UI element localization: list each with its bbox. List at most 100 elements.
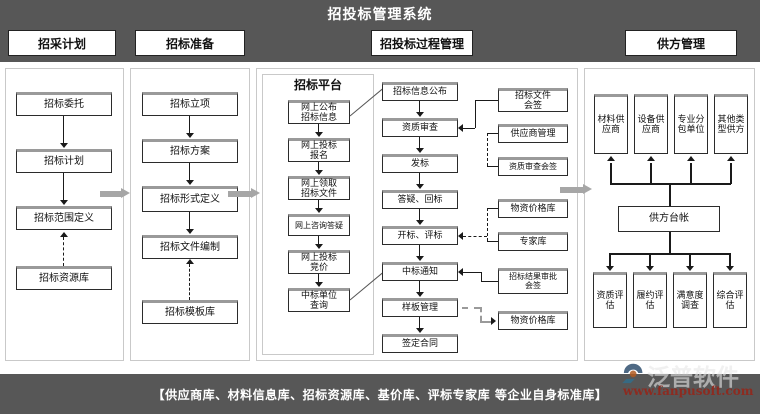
arrow-right-icon-prep-to-process <box>228 188 260 199</box>
connector-line <box>481 281 498 282</box>
connector-line <box>63 116 64 145</box>
arrow-left-icon <box>458 232 463 240</box>
node-winner-query[interactable]: 中标单位 查询 <box>288 288 350 312</box>
arrow-right-icon <box>491 317 496 325</box>
connector-line <box>487 208 498 209</box>
arrow-down-icon <box>686 266 694 271</box>
arrow-right-icon-process-to-supplier <box>560 184 592 195</box>
connector-dashed-gray <box>480 321 491 323</box>
connector-line <box>419 173 420 186</box>
footer-text: 【供应商库、材料信息库、招标资源库、基价库、评标专家库 等企业自身标准库】 <box>152 387 608 402</box>
node-performance-evaluation[interactable]: 履约评估 <box>633 272 667 328</box>
connector-line <box>63 173 64 202</box>
node-bid-initiation[interactable]: 招标立项 <box>142 92 238 116</box>
connector-line <box>318 236 319 246</box>
connector-line <box>189 163 190 182</box>
connector-line <box>318 200 319 210</box>
page-title: 招投标管理系统 <box>327 7 433 23</box>
node-material-price-library-1[interactable]: 物资价格库 <box>498 199 568 218</box>
arrow-down-icon <box>60 200 68 205</box>
node-award-notification[interactable]: 中标通知 <box>382 262 458 281</box>
connector-line <box>690 163 692 184</box>
connector-line <box>318 162 319 172</box>
node-satisfaction-survey[interactable]: 满意度调查 <box>673 272 707 328</box>
node-bid-document-preparation[interactable]: 招标文件编制 <box>142 235 238 259</box>
arrow-up-icon <box>60 232 68 237</box>
node-material-supplier[interactable]: 材料供应商 <box>594 94 628 154</box>
connector-line <box>419 281 420 294</box>
arrow-down-icon <box>416 292 424 297</box>
node-qa-bid-return[interactable]: 答疑、回标 <box>382 190 458 209</box>
node-bid-opening-evaluation[interactable]: 开标、评标 <box>382 226 458 245</box>
connector-line <box>189 212 190 231</box>
arrow-left-icon <box>458 268 463 276</box>
node-bid-entrustment[interactable]: 招标委托 <box>16 92 112 116</box>
node-supplier-ledger[interactable]: 供方台帐 <box>618 206 720 232</box>
connector-line <box>419 317 420 330</box>
connector-line <box>650 163 652 184</box>
connector-line <box>419 209 420 222</box>
node-bid-form-definition[interactable]: 招标形式定义 <box>142 186 238 212</box>
node-professional-subcontractor[interactable]: 专业分包单位 <box>674 94 708 154</box>
node-sample-management[interactable]: 样板管理 <box>382 298 458 317</box>
node-other-supplier-type[interactable]: 其他类型供方 <box>714 94 748 154</box>
diagonal-connector-publish <box>349 85 387 117</box>
node-issue-tender[interactable]: 发标 <box>382 154 458 173</box>
tab-supplier-management[interactable]: 供方管理 <box>625 30 737 56</box>
tab-bid-preparation[interactable]: 招标准备 <box>135 30 245 56</box>
node-bid-scheme[interactable]: 招标方案 <box>142 139 238 163</box>
arrow-down-icon <box>416 220 424 225</box>
connector-line <box>487 133 498 134</box>
connector-dashed <box>63 237 64 266</box>
node-bid-document-countersign[interactable]: 招标文件 会签 <box>498 88 568 112</box>
node-bid-template-library[interactable]: 招标模板库 <box>142 300 238 324</box>
node-qualification-review-countersign[interactable]: 资质审查会签 <box>498 157 568 176</box>
node-qualification-review[interactable]: 资质审查 <box>382 118 458 137</box>
node-bid-result-approval-countersign[interactable]: 招标结果审批 会签 <box>498 268 568 294</box>
connector-line <box>419 101 420 114</box>
node-bid-info-announcement[interactable]: 招标信息公布 <box>382 82 458 101</box>
connector-line <box>419 245 420 258</box>
node-online-get-bid-document[interactable]: 网上领取 招标文件 <box>288 176 350 200</box>
subpanel-title-bidding-platform: 招标平台 <box>293 78 342 92</box>
arrow-right-icon-plan-to-prep <box>100 188 130 199</box>
arrow-down-icon <box>315 244 323 249</box>
connector-line <box>649 253 651 268</box>
arrow-down-icon <box>315 170 323 175</box>
arrow-down-icon <box>416 112 424 117</box>
connector-dashed <box>487 133 488 166</box>
node-supplier-management-ref[interactable]: 供应商管理 <box>498 124 568 143</box>
connector-line <box>475 100 476 128</box>
node-bid-scope-definition[interactable]: 招标范围定义 <box>16 206 112 230</box>
node-comprehensive-evaluation[interactable]: 综合评估 <box>713 272 747 328</box>
node-sign-contract[interactable]: 签定合同 <box>382 334 458 353</box>
connector-dashed-gray <box>480 307 482 321</box>
node-online-bid-registration[interactable]: 网上投标 报名 <box>288 138 350 162</box>
connector-line <box>689 253 691 268</box>
node-bid-resource-library[interactable]: 招标资源库 <box>16 266 112 290</box>
node-equipment-supplier[interactable]: 设备供应商 <box>634 94 668 154</box>
connector-line <box>318 124 319 134</box>
node-bid-plan[interactable]: 招标计划 <box>16 149 112 173</box>
node-material-price-library-2[interactable]: 物资价格库 <box>498 311 568 330</box>
arrow-down-icon <box>315 282 323 287</box>
node-online-bid-pricing[interactable]: 网上投标 竞价 <box>288 250 350 274</box>
diagonal-connector-winner <box>349 269 387 301</box>
node-expert-library[interactable]: 专家库 <box>498 232 568 251</box>
arrow-down-icon <box>416 184 424 189</box>
tab-procurement-plan[interactable]: 招采计划 <box>8 30 116 56</box>
node-qualification-evaluation[interactable]: 资质评估 <box>593 272 627 328</box>
node-online-qa[interactable]: 网上咨询答疑 <box>288 214 350 236</box>
arrow-down-icon <box>646 266 654 271</box>
connector-line <box>481 272 482 281</box>
connector-line <box>487 166 498 167</box>
connector-dashed <box>463 236 487 237</box>
tab-bidding-process[interactable]: 招投标过程管理 <box>371 30 473 56</box>
connector-line <box>463 272 481 273</box>
connector-line <box>463 128 475 129</box>
node-publish-bid-info-online[interactable]: 网上公布 招标信息 <box>288 100 350 124</box>
arrow-up-icon <box>727 156 735 161</box>
arrow-down-icon <box>726 266 734 271</box>
connector-line <box>419 137 420 150</box>
connector-line <box>318 274 319 284</box>
